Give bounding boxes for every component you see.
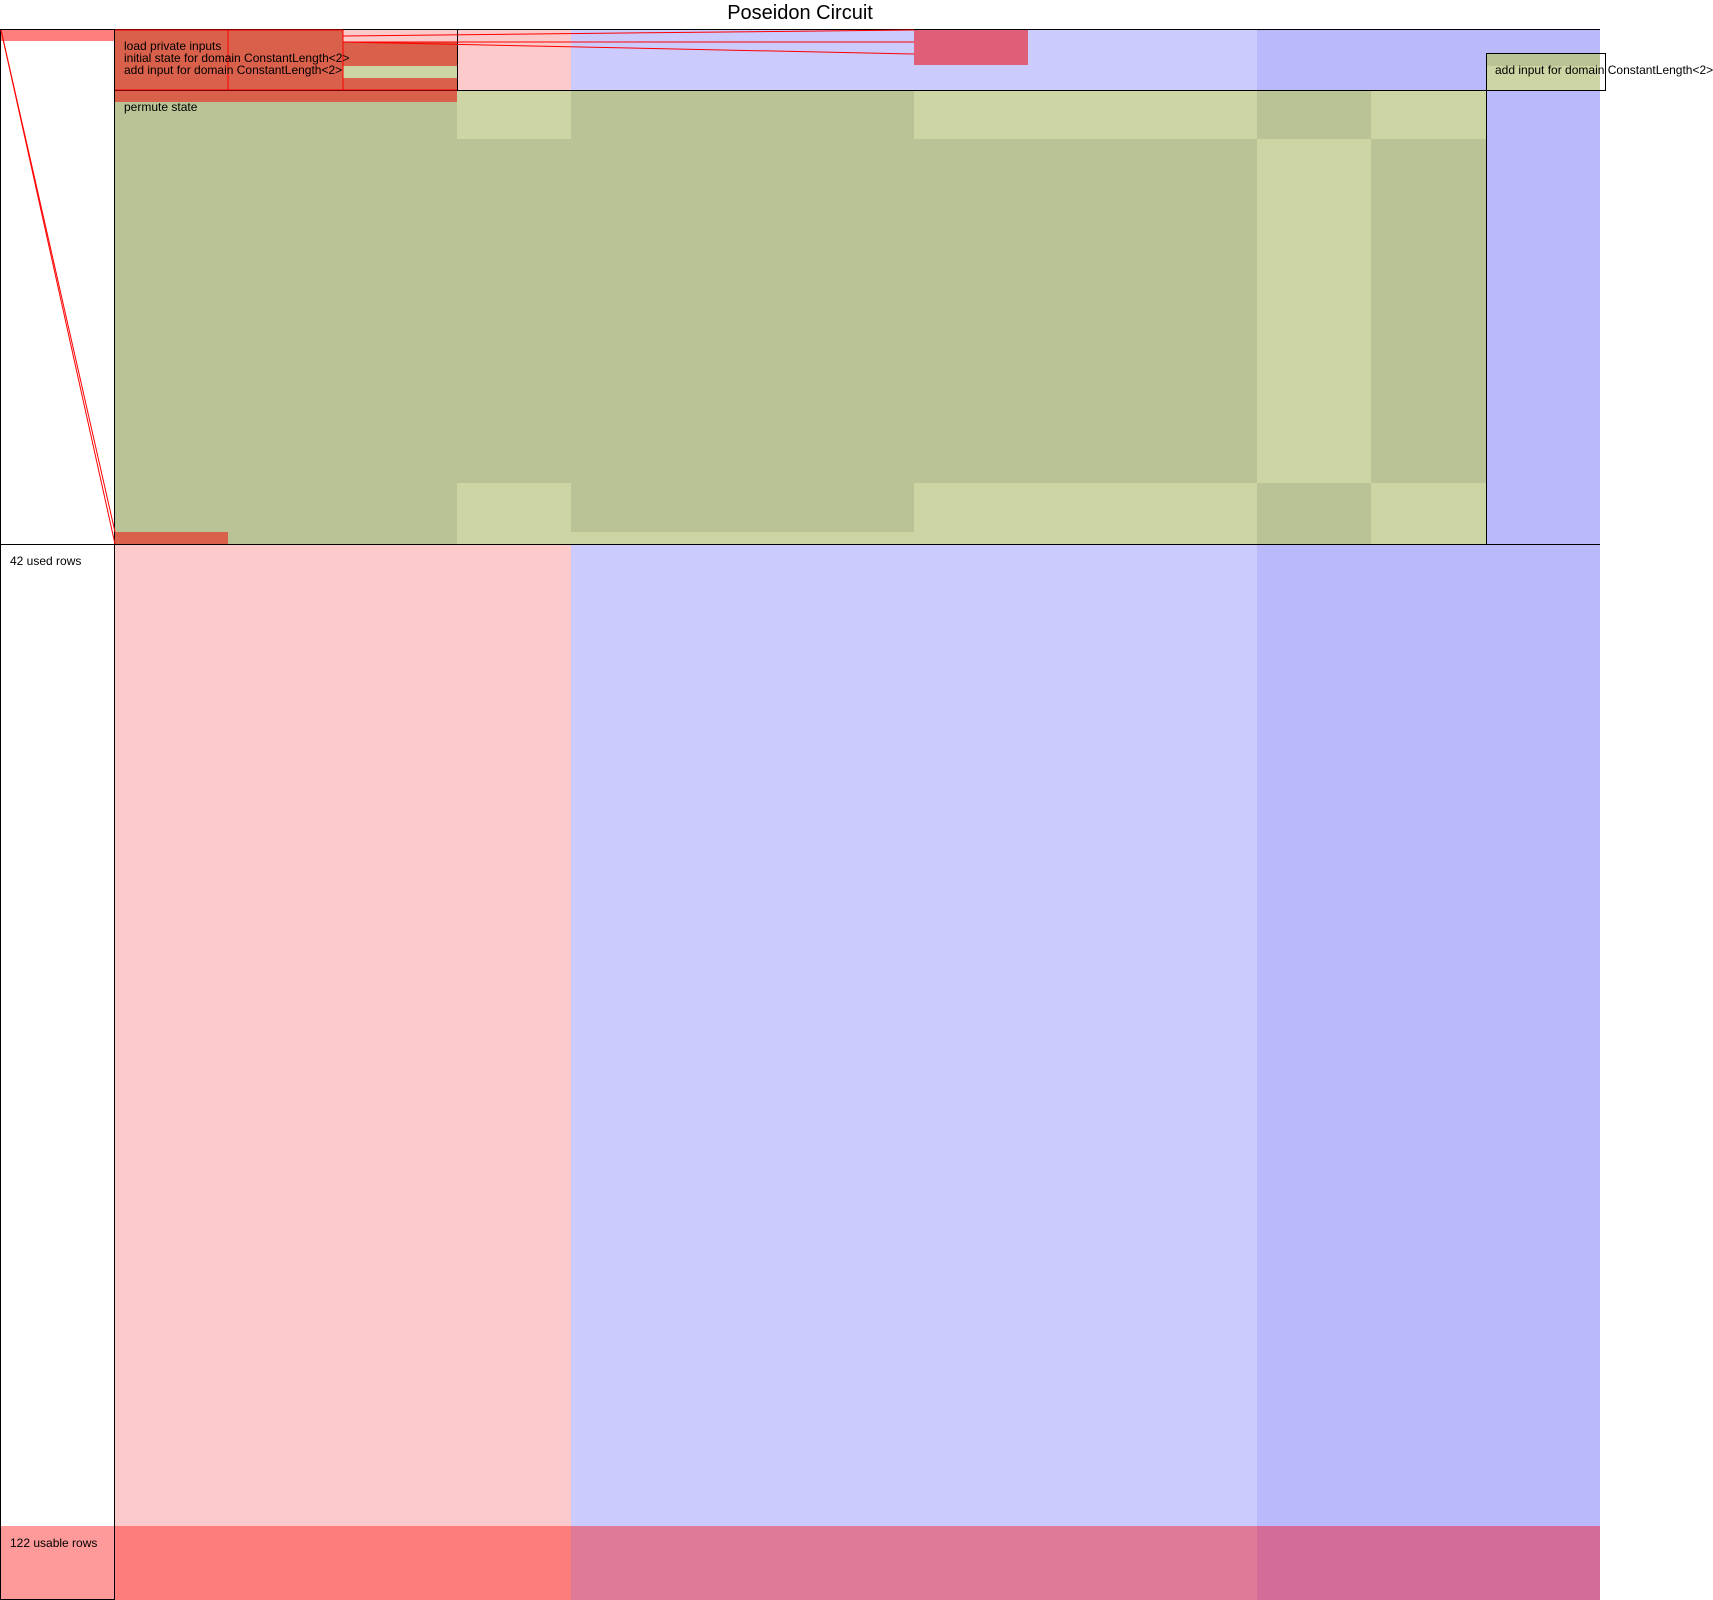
- diagram-title: Poseidon Circuit: [727, 2, 873, 24]
- load-inputs-cells: [115, 30, 343, 90]
- permute-light-cell: [914, 91, 1257, 139]
- add-input-light-cell: [343, 66, 457, 78]
- right-add-input-light: [1486, 66, 1600, 90]
- right-add-input-cell: [1486, 54, 1600, 66]
- used-rows-divider: [0, 544, 1600, 545]
- permute-light-cell: [457, 483, 571, 544]
- unusable-rows-advice: [115, 1526, 571, 1600]
- unusable-rows-instance: [0, 1526, 115, 1600]
- region-label-initial-state: initial state for domain ConstantLength<…: [124, 51, 350, 65]
- permute-light-cell: [457, 91, 571, 139]
- permute-light-cell: [1371, 532, 1486, 544]
- permute-bottom-cell: [115, 532, 228, 544]
- region-label-permute-state: permute state: [124, 100, 198, 114]
- pink-gap: [343, 30, 457, 42]
- region-border-right: [1486, 53, 1606, 91]
- used-rows-label: 42 used rows: [10, 554, 82, 568]
- usable-rows-label: 122 usable rows: [10, 1536, 98, 1550]
- region-label-load-private-inputs: load private inputs: [124, 39, 222, 53]
- instance-assigned-cell: [0, 30, 115, 41]
- unusable-rows-fixed: [571, 1526, 1257, 1600]
- top-divider: [0, 29, 1600, 30]
- permute-top-strip: [115, 91, 457, 102]
- equality-constraints: [0, 29, 915, 545]
- fixed-assigned-cell: [914, 30, 1028, 65]
- permute-light-cell: [1257, 139, 1371, 483]
- permute-light-cell: [571, 532, 1257, 544]
- region-label-add-input-right: add input for domain ConstantLength<2>: [1495, 63, 1713, 77]
- permute-light-cell: [1371, 91, 1486, 139]
- region-label-add-input: add input for domain ConstantLength<2>: [124, 63, 343, 77]
- unusable-rows-selector: [1257, 1526, 1600, 1600]
